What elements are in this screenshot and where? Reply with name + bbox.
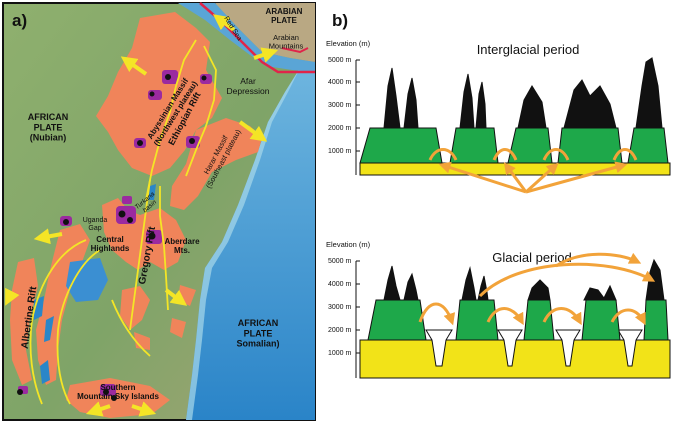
axis-label: Elevation (m) bbox=[326, 240, 371, 249]
tick-label: 2000 m bbox=[328, 327, 352, 334]
tick-label: 2000 m bbox=[328, 125, 352, 132]
panel-b-label: b) bbox=[332, 11, 348, 30]
interglacial-profile: Interglacial period Elevation (m) 5000 m… bbox=[326, 39, 671, 194]
tick-label: 5000 m bbox=[328, 258, 352, 265]
y-ticks bbox=[356, 59, 360, 152]
dispersal-arrows bbox=[428, 148, 638, 194]
tick-label: 5000 m bbox=[328, 57, 352, 64]
rift-lines bbox=[29, 39, 217, 405]
tick-label: 1000 m bbox=[328, 350, 352, 357]
tick-label: 3000 m bbox=[328, 102, 352, 109]
profile-title: Glacial period bbox=[492, 250, 572, 265]
mountain-ranges bbox=[359, 57, 669, 164]
profile-title: Interglacial period bbox=[477, 42, 580, 57]
mountain-ranges bbox=[367, 258, 669, 341]
tick-label: 1000 m bbox=[328, 148, 352, 155]
panel-a-label: a) bbox=[12, 11, 27, 30]
arabian-peninsula bbox=[215, 3, 315, 62]
tick-label: 4000 m bbox=[328, 281, 352, 288]
indian-ocean bbox=[186, 62, 315, 420]
summit-dots bbox=[17, 74, 207, 401]
spreading-arrows bbox=[5, 14, 279, 417]
tick-label: 4000 m bbox=[328, 79, 352, 86]
tick-label: 3000 m bbox=[328, 304, 352, 311]
dispersal-arrows bbox=[418, 252, 656, 326]
axis-label: Elevation (m) bbox=[326, 39, 371, 48]
elevation-profiles: b) Interglacial period Elevation (m) 500… bbox=[326, 11, 671, 379]
valleys bbox=[425, 329, 643, 367]
plate-boundary-north bbox=[281, 47, 309, 54]
y-ticks bbox=[356, 260, 360, 354]
glacial-profile: Glacial period Elevation (m) 5000 m 4000… bbox=[326, 240, 671, 379]
